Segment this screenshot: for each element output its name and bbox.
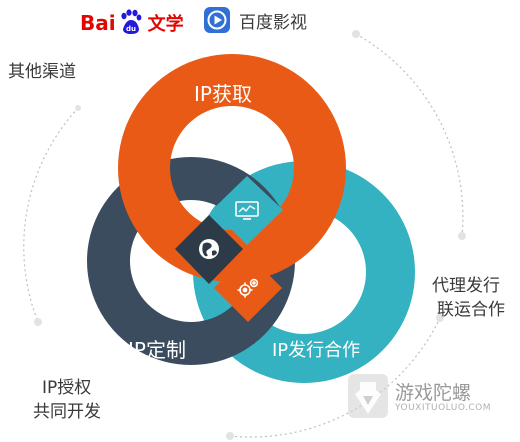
orbit-dot <box>458 232 466 240</box>
orbit-dot <box>226 432 234 440</box>
label-other-channels: 其他渠道 <box>8 62 76 82</box>
orbit-dot <box>436 314 444 322</box>
orbit-arc-left <box>23 107 79 323</box>
label-co-development: 共同开发 <box>33 402 101 422</box>
ring-ip-acquire <box>118 54 347 282</box>
baidu-logo-text-literature: 文学 <box>147 14 184 35</box>
orbit-dot <box>75 105 81 111</box>
tile-gears <box>214 254 282 322</box>
orbit-arc-right <box>355 33 464 237</box>
orbit-dot <box>34 318 42 326</box>
label-joint-operation: 联运合作 <box>437 300 505 320</box>
label-agency-publishing: 代理发行 <box>432 276 500 296</box>
ring-label-ip-distribution: IP发行合作 <box>272 340 361 361</box>
orbit-dot <box>352 30 360 38</box>
play-icon <box>203 6 231 34</box>
baidu-literature-logo: Bai du 文学 <box>80 6 184 40</box>
baidu-logo-text-bai: Bai <box>80 11 116 35</box>
globe-icon <box>199 239 219 259</box>
ring-label-ip-custom: IP定制 <box>128 338 186 362</box>
tile-monitor <box>212 176 283 245</box>
orbit-arcs <box>23 33 464 438</box>
baidu-video-logo: 百度影视 <box>203 6 307 34</box>
watermark-title: 游戏陀螺 <box>395 382 472 404</box>
gears-icon <box>237 278 259 298</box>
watermark-subtitle: YOUXITUOLUO.COM <box>395 403 492 413</box>
svg-text:du: du <box>126 25 136 33</box>
paw-icon: du <box>120 9 142 35</box>
watermark: 游戏陀螺 YOUXITUOLUO.COM <box>341 370 491 430</box>
label-ip-licensing: IP授权 <box>42 378 92 398</box>
monitor-chart-icon <box>235 201 259 220</box>
baidu-video-label: 百度影视 <box>239 12 307 33</box>
spinning-top-icon <box>347 372 389 420</box>
ring-label-ip-acquire: IP获取 <box>194 82 252 106</box>
orbit-arc-bottom <box>229 317 441 438</box>
